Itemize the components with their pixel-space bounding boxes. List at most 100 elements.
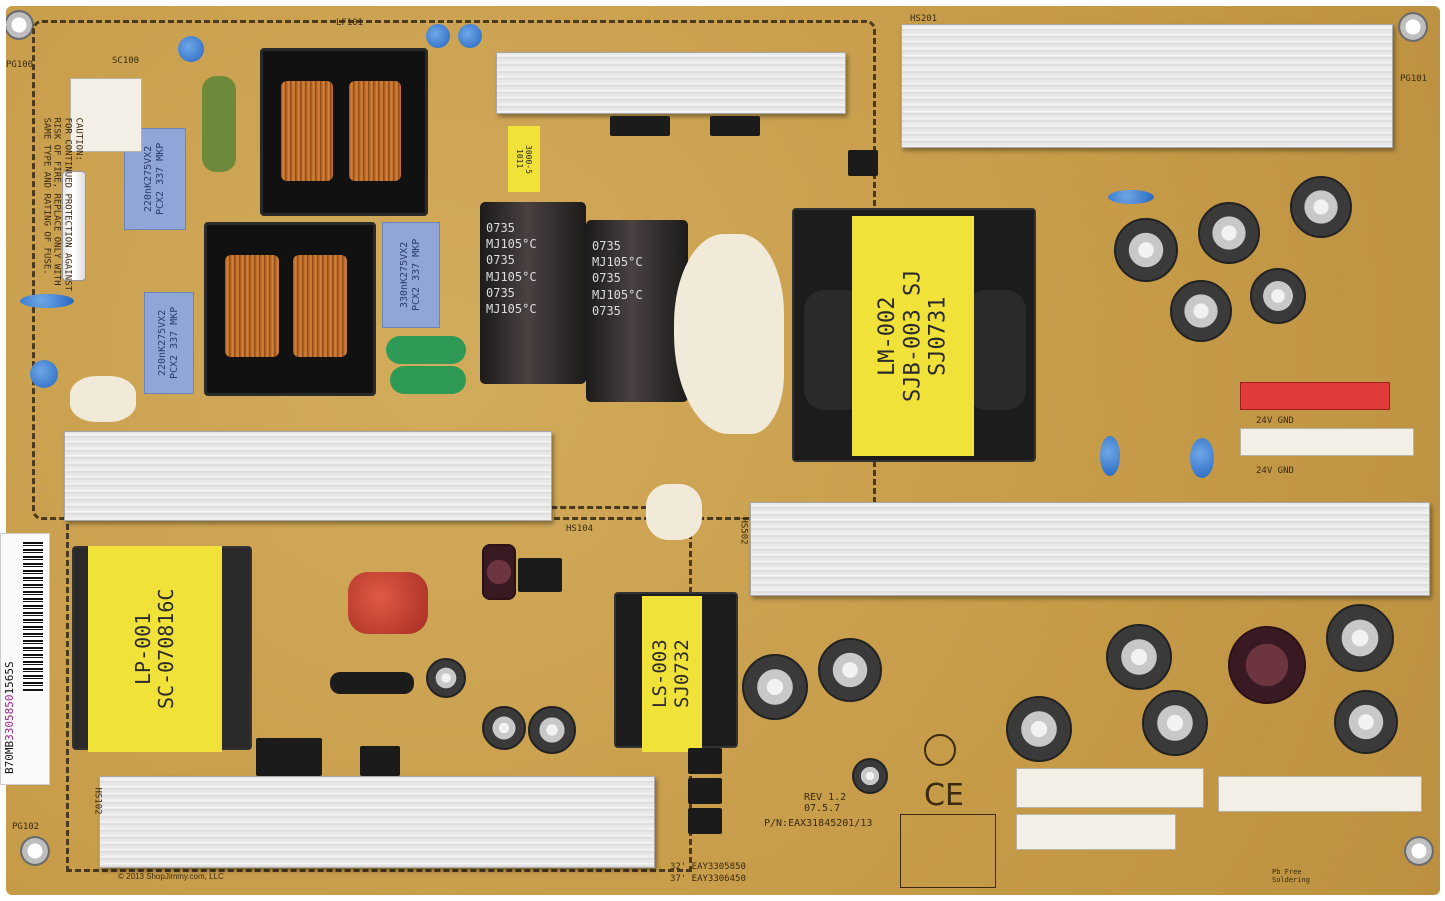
label-sc100: SC100 bbox=[112, 56, 140, 66]
line-filter-coil-bottom bbox=[204, 222, 376, 396]
coil-winding bbox=[349, 81, 401, 181]
capacitor bbox=[482, 544, 516, 600]
optocoupler bbox=[688, 808, 722, 834]
fuse bbox=[62, 171, 86, 281]
connector-label-24v-bottom: 24V GND bbox=[1256, 466, 1294, 476]
pwm-ic bbox=[518, 558, 562, 592]
mounting-hole-bottom-right bbox=[1404, 836, 1434, 866]
optocoupler bbox=[688, 748, 722, 774]
output-connector-bottom-1 bbox=[1016, 768, 1204, 808]
capacitor bbox=[742, 654, 808, 720]
coil-winding bbox=[225, 255, 279, 357]
x-capacitor-middle: 330nK275VX2 PCX2 337 MKP bbox=[382, 222, 440, 328]
heatsink-mid-left bbox=[64, 431, 552, 521]
coil-winding bbox=[281, 81, 333, 181]
revision-text: REV 1.2 07.5.7 bbox=[804, 792, 847, 814]
coil-winding bbox=[293, 255, 347, 357]
sticker-serial-suffix: 1565S bbox=[3, 661, 16, 695]
transistor bbox=[256, 738, 322, 776]
output-connector-white bbox=[1240, 428, 1414, 456]
copyright-text: © 2013 ShopJimmy.com, LLC bbox=[118, 872, 224, 881]
power-supply-board: 220nK275VX2 PCX2 337 MKP 330nK275VX2 PCX… bbox=[6, 6, 1440, 895]
diode bbox=[330, 672, 414, 694]
label-pg102: PG102 bbox=[12, 822, 40, 832]
bulk-capacitor-right: 0735 MJ105°C 0735 MJ105°C 0735 bbox=[586, 220, 688, 402]
toroid bbox=[202, 76, 236, 172]
pb-free-label: Pb Free Soldering bbox=[1272, 868, 1310, 884]
model-32-text: 32' EAY3305850 bbox=[670, 862, 746, 872]
heatsink-bottom-left bbox=[99, 776, 655, 868]
label-hs201: HS201 bbox=[910, 14, 938, 24]
glue-blob bbox=[646, 484, 702, 540]
mounting-hole-top-right bbox=[1398, 12, 1428, 42]
capacitor bbox=[1228, 626, 1306, 704]
capacitor bbox=[482, 706, 526, 750]
model-37-text: 37' EAY3306450 bbox=[670, 874, 746, 884]
capacitor bbox=[1326, 604, 1394, 672]
barcode bbox=[23, 542, 43, 692]
caution-text: CAUTION: FOR CONTINUED PROTECTION AGAINS… bbox=[41, 117, 84, 291]
sticker-serial: B70MB33058501565S bbox=[3, 554, 23, 774]
mounting-hole-top-left bbox=[6, 10, 34, 40]
sticker-serial-model: 3305850 bbox=[3, 694, 16, 741]
capacitor bbox=[1250, 268, 1306, 324]
mounting-hole-bottom-left bbox=[20, 836, 50, 866]
capacitor bbox=[818, 638, 882, 702]
label-lf101: LF101 bbox=[336, 18, 364, 28]
heatsink-mid-right bbox=[750, 502, 1430, 596]
optocoupler bbox=[848, 150, 878, 176]
capacitor bbox=[1198, 202, 1260, 264]
bulk-capacitor-left: 0735 MJ105°C 0735 MJ105°C 0735 MJ105°C bbox=[480, 202, 586, 384]
ceramic-capacitor bbox=[178, 36, 204, 62]
secondary-transformer-label: LS-003 SJ0732 bbox=[642, 596, 702, 752]
label-hs102: HS102 bbox=[92, 787, 103, 815]
optocoupler bbox=[688, 778, 722, 804]
mosfet bbox=[710, 116, 760, 136]
glue-blob bbox=[70, 376, 136, 422]
capacitor bbox=[1290, 176, 1352, 238]
ceramic-capacitor bbox=[30, 360, 58, 388]
ceramic-capacitor bbox=[458, 24, 482, 48]
standby-transformer-label: LP-001 SC-070816C bbox=[88, 546, 222, 752]
output-connector-bottom-2 bbox=[1016, 814, 1176, 850]
ceramic-capacitor bbox=[1190, 438, 1214, 478]
thermistor bbox=[386, 336, 466, 364]
spec-table bbox=[900, 814, 996, 888]
lg-logo bbox=[924, 734, 956, 766]
mosfet bbox=[610, 116, 670, 136]
capacitor bbox=[1170, 280, 1232, 342]
small-inductor: 3000-5 1011 bbox=[508, 126, 540, 192]
thermistor bbox=[390, 366, 466, 394]
transistor bbox=[360, 746, 400, 776]
main-transformer-label: LM-002 SJB-003 SJ SJ0731 bbox=[852, 216, 974, 456]
glue-blob bbox=[674, 234, 784, 434]
line-filter-coil-top bbox=[260, 48, 428, 216]
capacitor bbox=[1006, 696, 1072, 762]
connector-label-24v-top: 24V GND bbox=[1256, 416, 1294, 426]
label-pg100: PG100 bbox=[6, 60, 34, 70]
ceramic-capacitor bbox=[1100, 436, 1120, 476]
x-capacitor-bottom: 220nK275VX2 PCX2 337 MKP bbox=[144, 292, 194, 394]
ac-input-connector bbox=[70, 78, 142, 152]
capacitor bbox=[1106, 624, 1172, 690]
transformer-core bbox=[966, 290, 1026, 410]
capacitor bbox=[528, 706, 576, 754]
heatsink-top-center bbox=[496, 52, 846, 114]
ceramic-capacitor bbox=[426, 24, 450, 48]
heatsink-top-right bbox=[901, 24, 1393, 148]
ceramic-capacitor bbox=[20, 294, 74, 308]
part-number-text: P/N:EAX31845201/13 bbox=[764, 818, 873, 829]
output-connector-bottom-3 bbox=[1218, 776, 1422, 812]
label-hs502: HS502 bbox=[738, 517, 749, 545]
red-capacitor-bottom bbox=[348, 572, 428, 634]
ce-mark: CE bbox=[924, 778, 964, 813]
sticker-serial-prefix: B70MB bbox=[3, 740, 16, 774]
ceramic-capacitor bbox=[1108, 190, 1154, 204]
capacitor bbox=[852, 758, 888, 794]
capacitor bbox=[1142, 690, 1208, 756]
output-connector-red bbox=[1240, 382, 1390, 410]
capacitor bbox=[1334, 690, 1398, 754]
label-pg101: PG101 bbox=[1400, 74, 1428, 84]
label-hs104: HS104 bbox=[566, 524, 594, 534]
capacitor bbox=[1114, 218, 1178, 282]
